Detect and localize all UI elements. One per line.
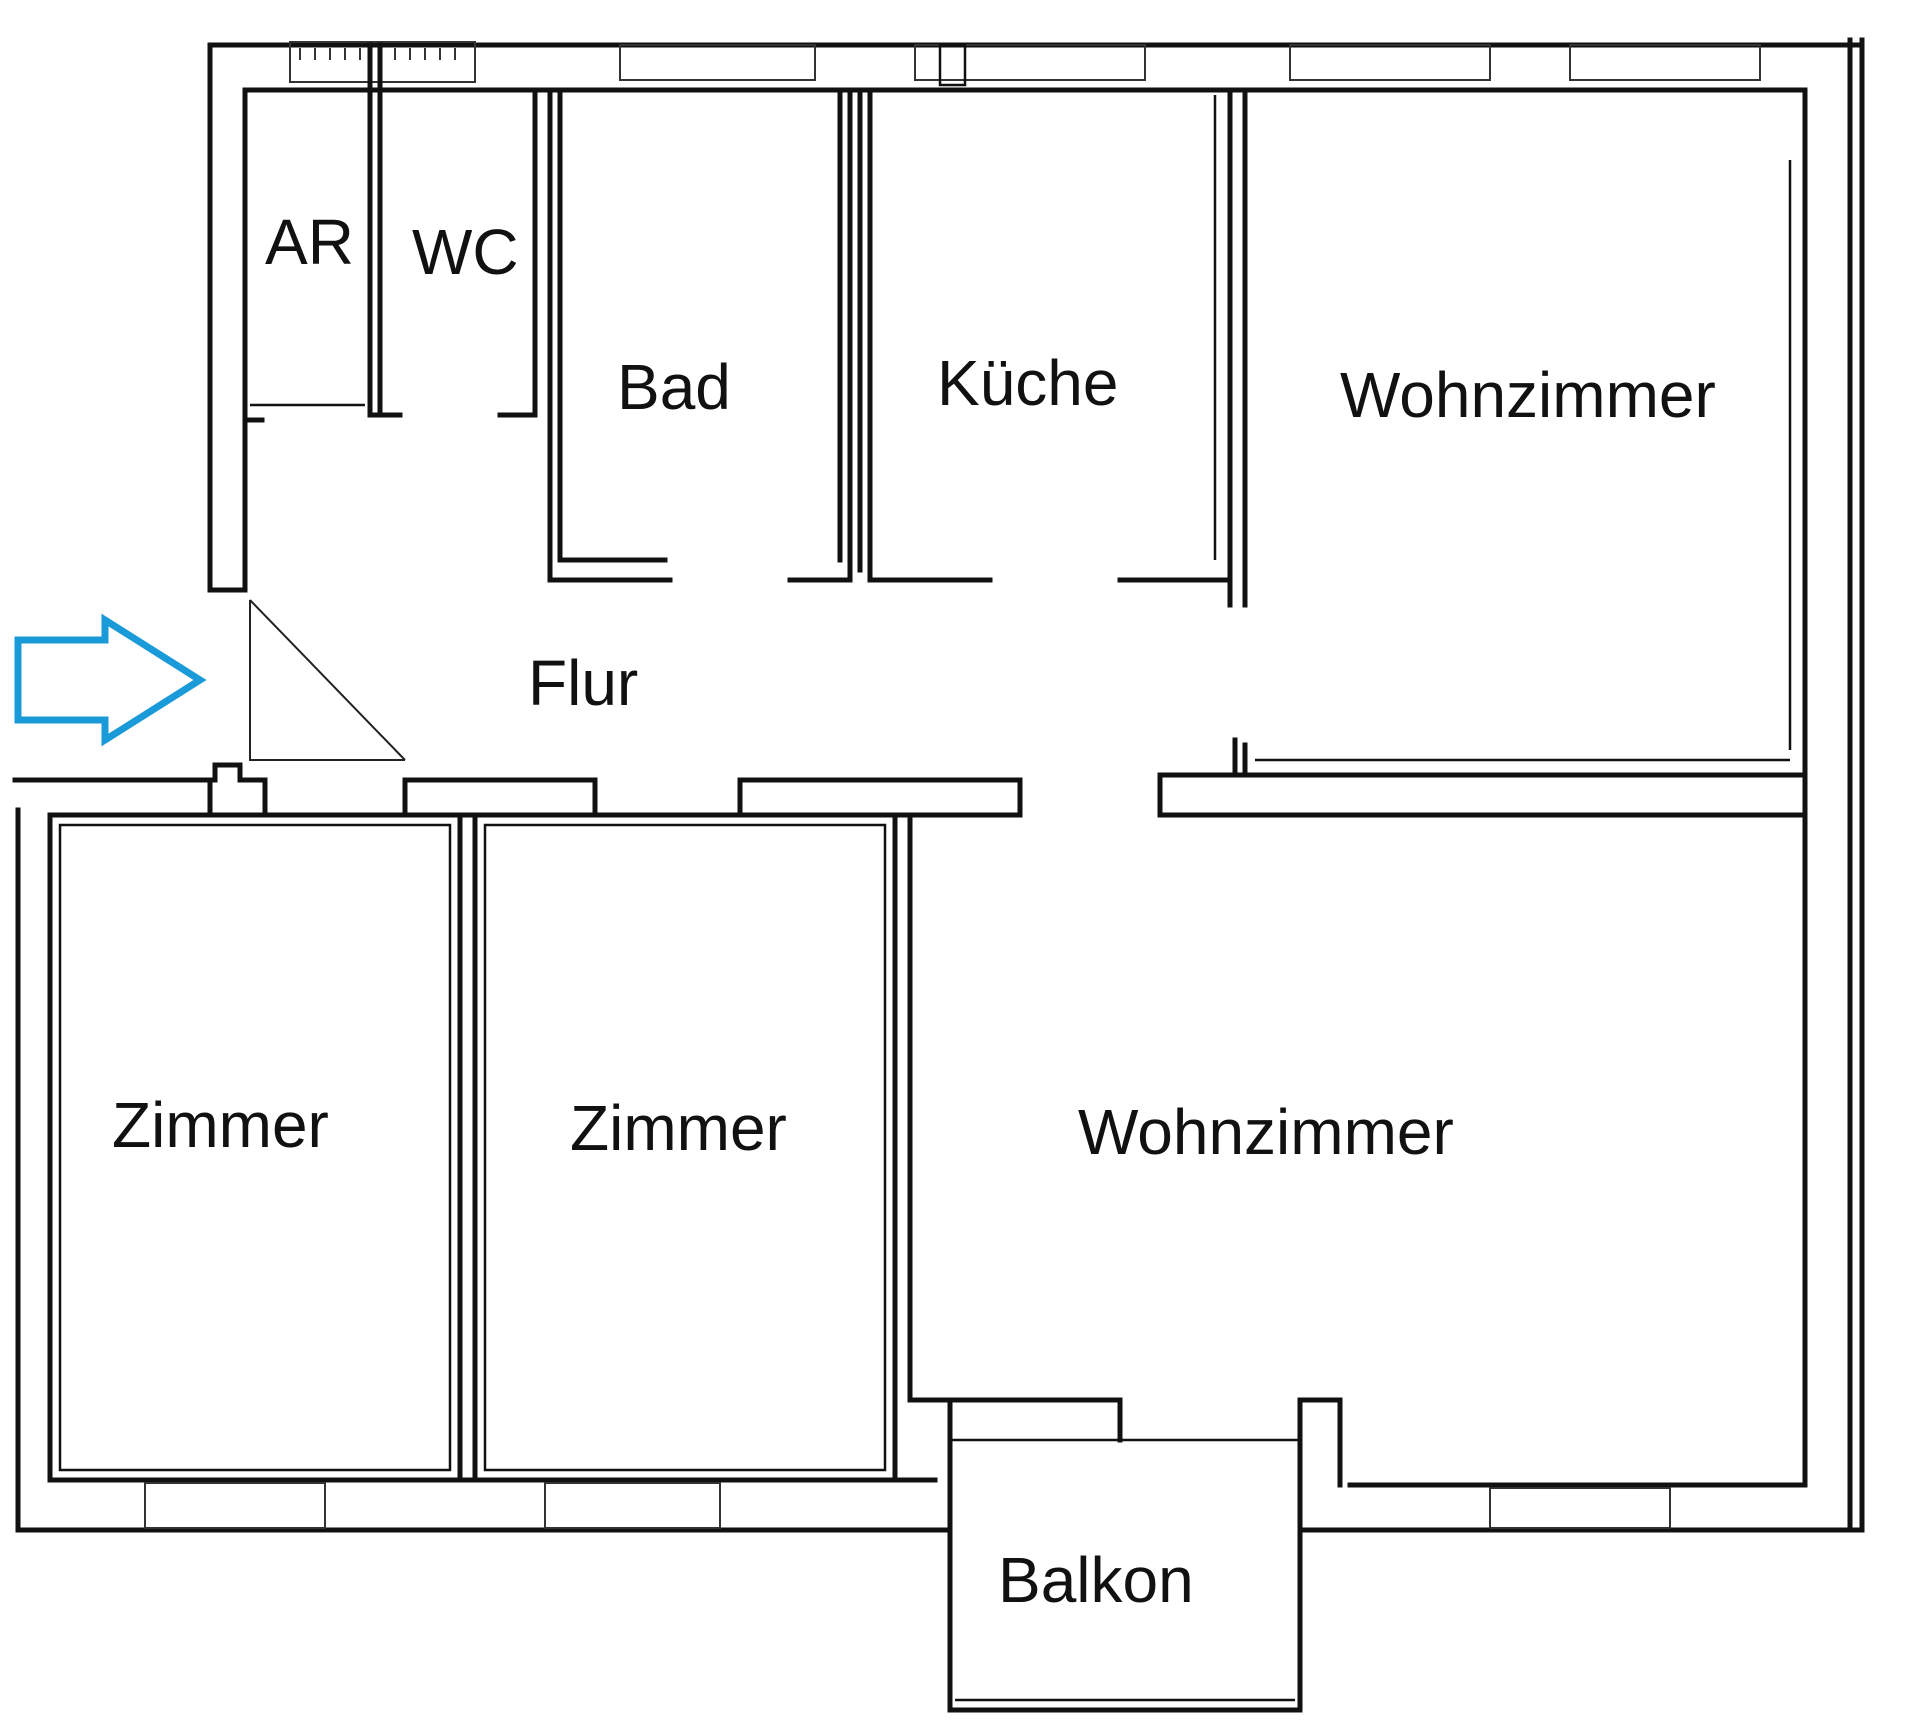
room-label-wc: WC [412, 216, 519, 288]
balkon-walls [947, 1527, 1303, 1713]
room-label-balkon: Balkon [998, 1544, 1194, 1616]
ar-wc-walls [242, 42, 538, 423]
zimmer-2-walls [472, 812, 898, 1483]
room-label-flur: Flur [528, 647, 638, 719]
entrance-arrow-icon [14, 613, 207, 747]
wohnzimmer-top-walls [1232, 87, 1808, 778]
room-label-zimmer-2: Zimmer [570, 1092, 787, 1164]
zimmer-1-walls [47, 812, 463, 1483]
entrance-door-swing [249, 599, 406, 761]
wohnzimmer-bottom-walls [907, 772, 1808, 1533]
bottom-windows [144, 1482, 1671, 1529]
room-label-wohnzimmer-bottom: Wohnzimmer [1078, 1096, 1454, 1168]
room-label-kueche: Küche [937, 347, 1118, 419]
bad-walls [547, 87, 853, 583]
room-label-bad: Bad [617, 351, 731, 423]
middle-wall [207, 772, 1808, 818]
room-label-wohnzimmer-top: Wohnzimmer [1340, 359, 1716, 431]
top-windows [289, 41, 1761, 87]
room-label-ar: AR [265, 206, 354, 278]
kueche-walls [857, 87, 1233, 608]
room-label-zimmer-1: Zimmer [112, 1089, 329, 1161]
